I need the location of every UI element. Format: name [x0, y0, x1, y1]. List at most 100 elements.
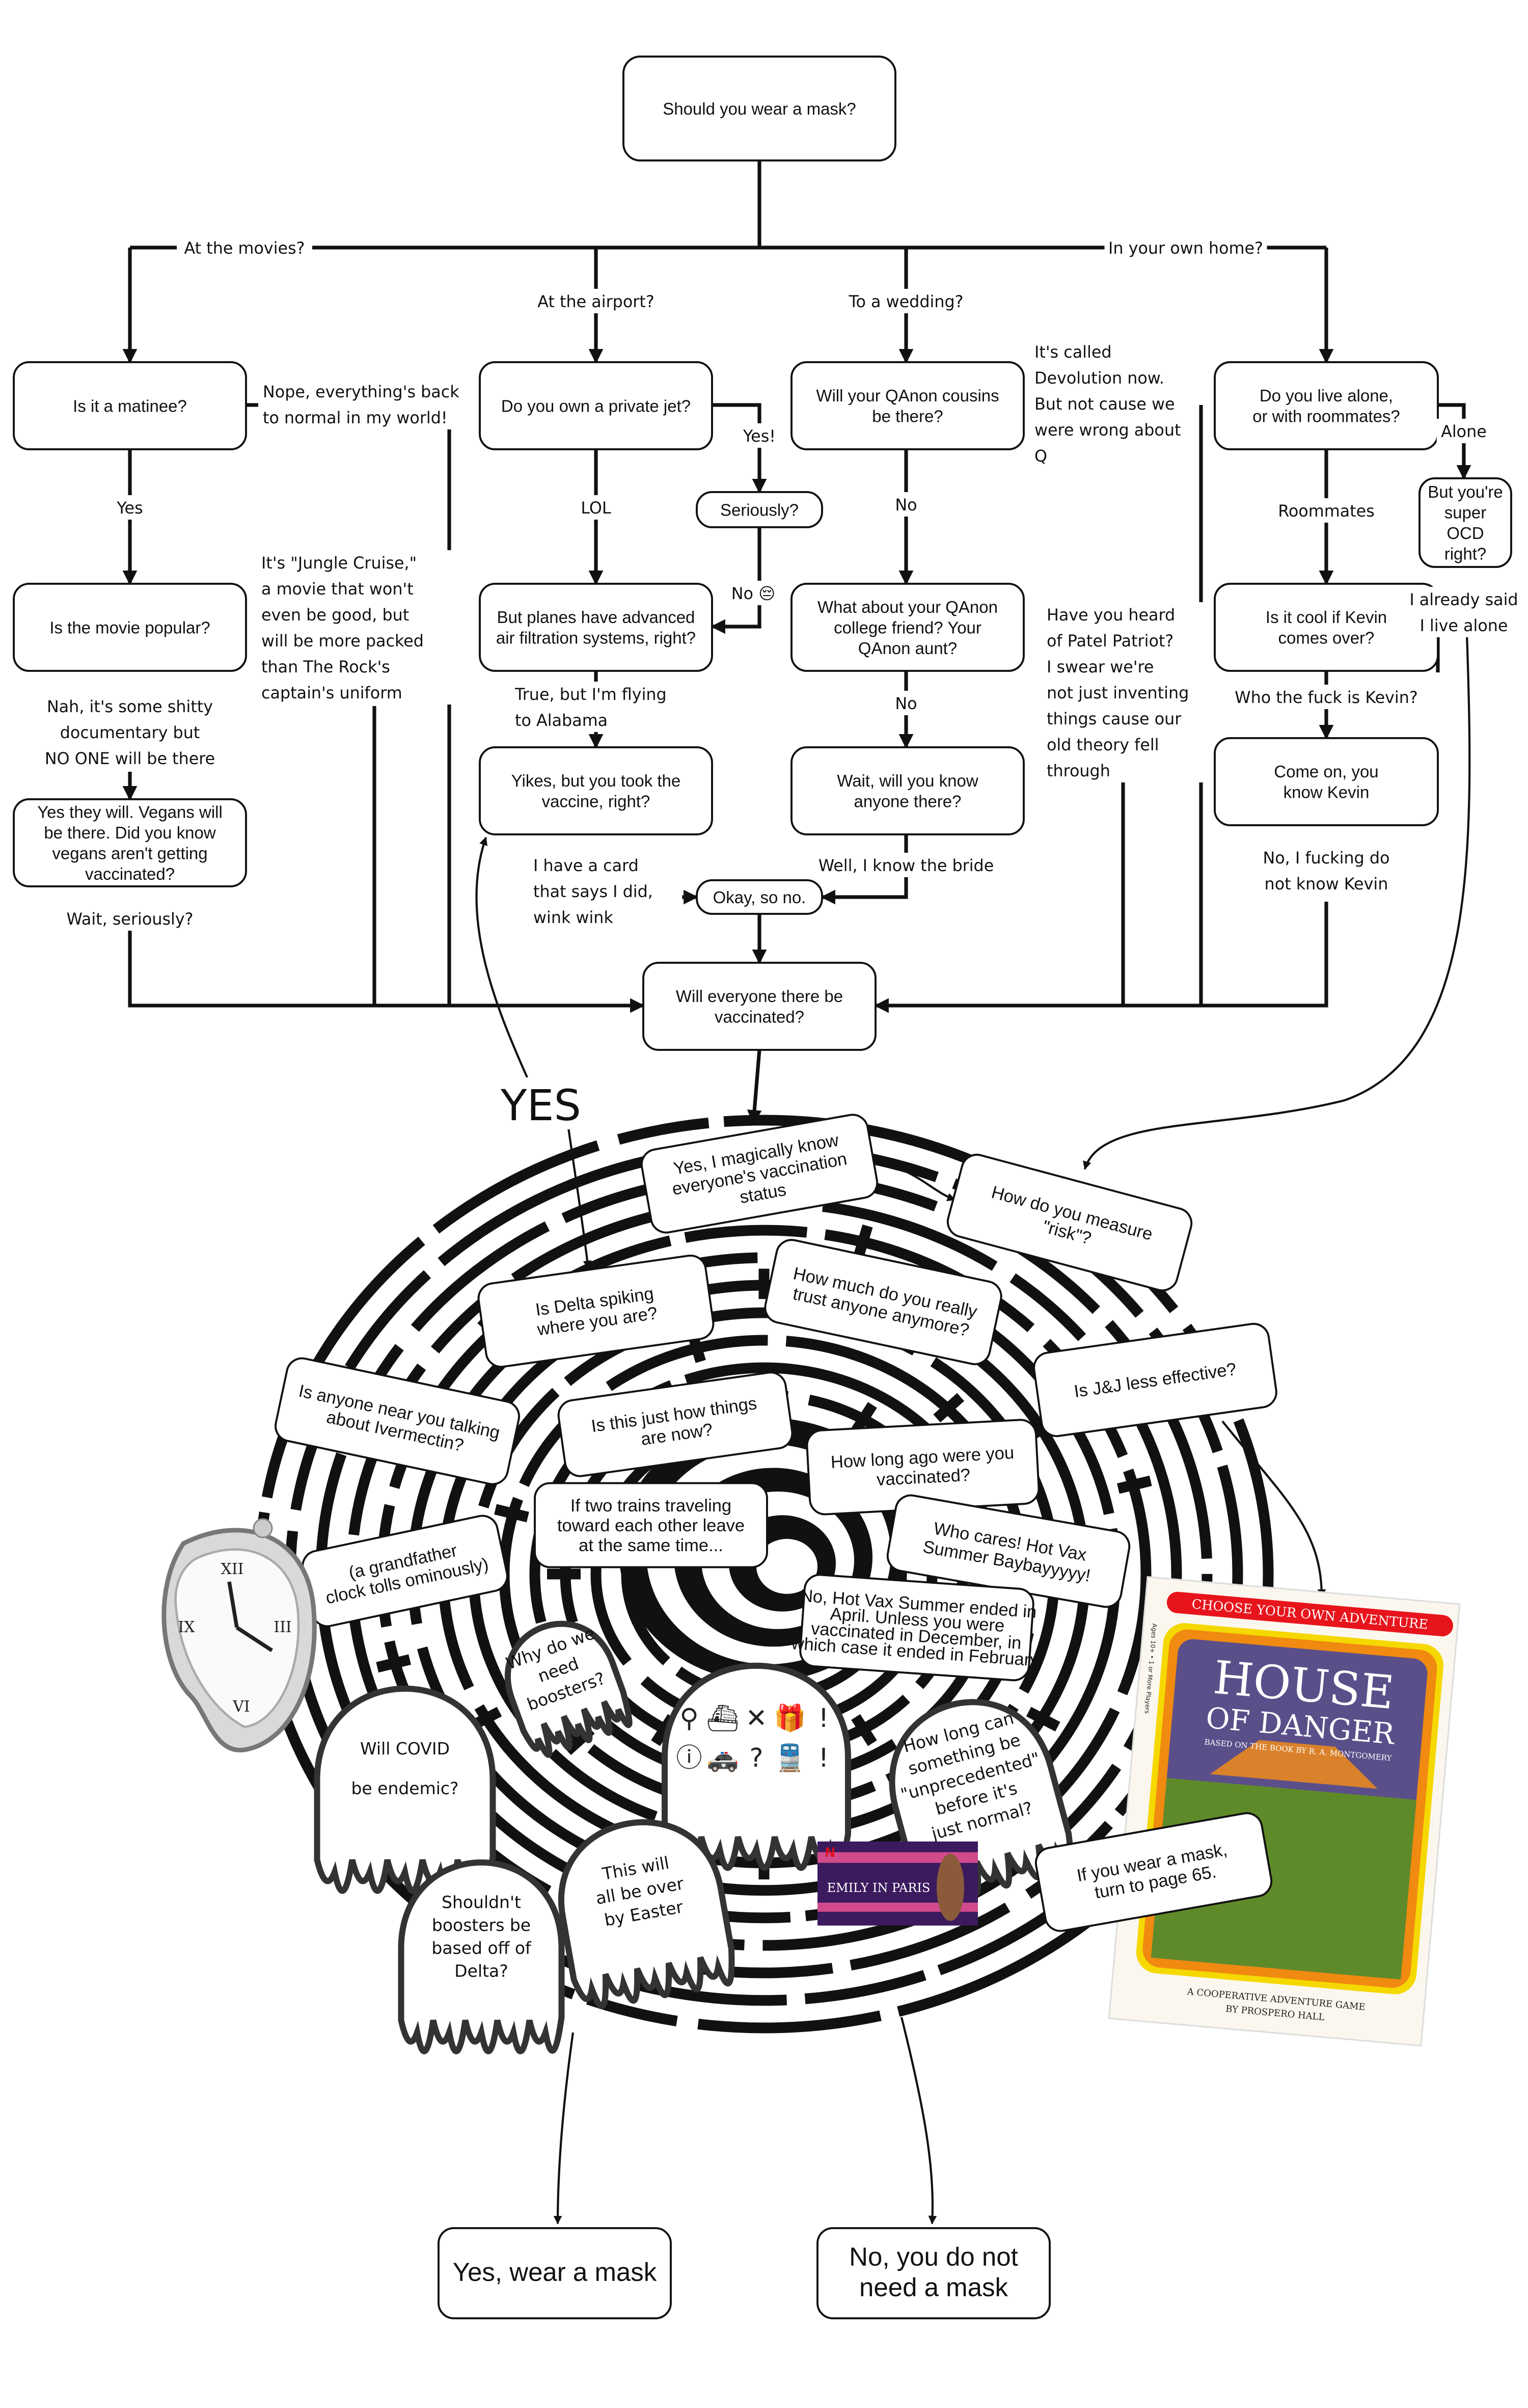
question-box-matinee[interactable]: Is it a matinee?	[13, 361, 247, 450]
text-line: Well, I know the bride	[818, 856, 994, 875]
text-line: right?	[1444, 545, 1487, 563]
question-box-alone[interactable]: Do you live alone, or with roommates?	[1214, 361, 1439, 450]
text-line: Yes, wear a mask	[453, 2257, 657, 2286]
text-line: old theory fell	[1047, 736, 1159, 754]
text-line: not just inventing	[1047, 684, 1189, 702]
text-line: LOL	[581, 499, 611, 518]
curved-arrow	[553, 2032, 575, 2225]
text-line: Yikes, but you took the	[511, 771, 681, 790]
text-line: Will everyone there be	[676, 987, 843, 1006]
melting-bubble-endemic[interactable]: Will COVID be endemic?	[314, 1686, 496, 1894]
text-line: a movie that won't	[261, 580, 414, 599]
maze-bubble-risk[interactable]: How do you measure"risk"?	[944, 1151, 1195, 1294]
maze-wall	[851, 1402, 877, 1435]
text-line: Is it a matinee?	[73, 396, 187, 415]
text-line: or with roommates?	[1252, 407, 1400, 426]
edge-label-movies: At the movies?	[177, 235, 312, 260]
text-line: Will COVID	[360, 1739, 450, 1758]
text-line: No, you do not	[849, 2242, 1018, 2271]
text-line: Do you live alone,	[1260, 386, 1393, 405]
svg-text:VI: VI	[232, 1698, 250, 1716]
text-line: It's called	[1034, 343, 1112, 362]
final-answer-yes[interactable]: Yes, wear a mask	[438, 2227, 672, 2319]
maze-wall	[1026, 1707, 1060, 1731]
svg-text:XII: XII	[221, 1560, 243, 1578]
text-line: Who the fuck is Kevin?	[1235, 688, 1418, 707]
text-line: vaccinated?	[715, 1008, 804, 1026]
edge-label-bride: Well, I know the bride	[802, 852, 1010, 877]
edge-label-waitser: Wait, seriously?	[53, 906, 207, 931]
text-line: vegans aren't getting	[52, 844, 207, 863]
maze-bubble-page65[interactable]: If you wear a mask,turn to page 65.	[1033, 1811, 1274, 1934]
edge-label-nope: Nope, everything's back to normal in my w…	[258, 378, 475, 429]
text-line: know Kevin	[1284, 783, 1370, 802]
edge-label-yes_mat: Yes	[112, 495, 148, 520]
text-line: I live alone	[1420, 616, 1508, 635]
edge-label-roommates: Roommates	[1278, 498, 1375, 523]
text-line: be endemic?	[351, 1778, 458, 1798]
text-line: Wait, will you know	[837, 771, 978, 790]
connector-arrow	[1437, 403, 1471, 480]
text-line: wink wink	[533, 908, 613, 927]
text-line: Seriously?	[720, 500, 799, 519]
x-icon: ✕	[746, 1703, 768, 1734]
text-line: Wait, seriously?	[67, 910, 194, 929]
text-line: Do you own a private jet?	[501, 396, 691, 415]
curved-arrow	[1083, 634, 1471, 1170]
text-line: through	[1047, 762, 1110, 780]
question-box-seriously[interactable]: Seriously?	[696, 491, 823, 528]
text-line: No	[895, 496, 917, 515]
text-line: It's "Jungle Cruise,"	[261, 554, 417, 573]
yacht-icon: ⛴	[706, 1703, 740, 1734]
text-line: that says I did,	[533, 882, 653, 901]
text-line: Nope, everything's back	[263, 383, 459, 401]
text-line: to normal in my world!	[263, 409, 448, 427]
text-line: At the airport?	[537, 292, 654, 311]
maze-wall	[933, 1393, 965, 1423]
maze-bubble-jj[interactable]: Is J&J less effective?	[1032, 1322, 1278, 1438]
text-line: to Alabama	[515, 711, 608, 730]
curved-arrow	[567, 1127, 592, 1269]
maze-wall	[1116, 1475, 1152, 1494]
netflix-logo: N	[825, 1845, 835, 1860]
question-box-popular[interactable]: Is the movie popular?	[13, 583, 247, 672]
edge-label-home: In your own home?	[1104, 235, 1267, 260]
text-line: But you're	[1428, 482, 1503, 501]
text-line: boosters be	[432, 1915, 531, 1935]
text-line: be there. Did you know	[44, 823, 216, 842]
melting-bubble-icons[interactable]: ⚲⛴✕🎁!ⓘ🚓?🚆!	[662, 1663, 851, 1871]
question-box-okay[interactable]: Okay, so no.	[696, 879, 823, 915]
edge-label-jungle: It's "Jungle Cruise,"a movie that won'te…	[257, 550, 455, 705]
police-car-icon: 🚓	[706, 1743, 739, 1773]
question-box-jet[interactable]: Do you own a private jet?	[479, 361, 713, 450]
exclamation-person-icon: !	[818, 1703, 829, 1734]
question-box-start[interactable]: Should you wear a mask?	[622, 56, 896, 161]
magnifier-icon: ⚲	[679, 1703, 698, 1734]
text-line: Will your QAnon cousins	[816, 386, 999, 405]
question-box-everyone[interactable]: Will everyone there be vaccinated?	[642, 962, 877, 1051]
